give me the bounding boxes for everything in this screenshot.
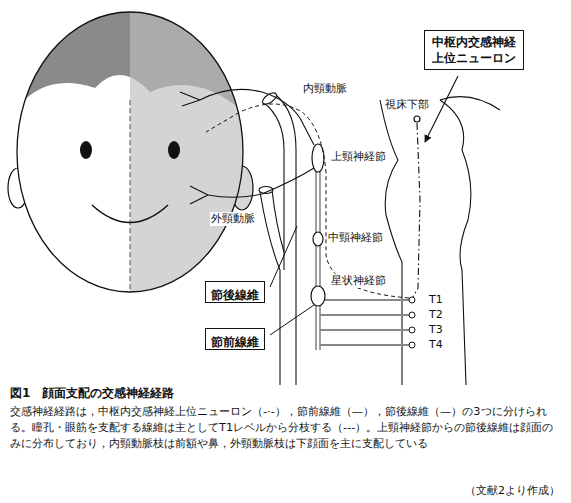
preganglionic-fibre [320, 300, 409, 345]
spinal-level [409, 327, 415, 333]
internal-carotid [263, 95, 296, 270]
spinal-cord [440, 100, 471, 385]
part-label: 内頸動脈 [302, 82, 348, 96]
sympathetic-chain [316, 150, 320, 350]
part-label: T3 [428, 323, 444, 337]
spinal-level [409, 342, 415, 348]
brain-outline [440, 97, 500, 110]
part-label: T4 [428, 338, 444, 352]
leader-line [270, 305, 314, 335]
external-carotid [260, 190, 284, 270]
fibre-branch [190, 186, 208, 204]
part-label: T2 [428, 308, 444, 322]
fibre-branch [180, 92, 200, 106]
box-text: 節前線維 [211, 334, 259, 350]
leader-line [270, 226, 297, 287]
part-label: T1 [428, 293, 444, 307]
spinal-level [409, 312, 415, 318]
eye [80, 141, 92, 159]
midline [130, 100, 131, 292]
mouth [92, 205, 168, 223]
postganglionic-fibre [200, 89, 314, 145]
eye [168, 141, 180, 159]
part-label: 外頸動脈 [210, 212, 256, 226]
box-text: 節後線維 [211, 287, 259, 303]
figure-caption: 交感神経経路は，中枢内交感神経上位ニューロン（-·-），節前線維（—），節後線維… [10, 404, 561, 452]
shaded-half [130, 0, 255, 300]
common-carotid [280, 270, 296, 385]
part-label: 中頸神経節 [327, 231, 384, 245]
callout-box: 中枢内交感神経 上位ニューロン [424, 30, 524, 70]
source-note: （文献2より作成） [464, 484, 561, 498]
callout-box: 節後線維 [205, 281, 265, 303]
box-text: 中枢内交感神経 上位ニューロン [431, 34, 516, 66]
ganglion [311, 286, 325, 306]
face-outline [17, 12, 243, 292]
hypothalamus-dot [414, 116, 420, 122]
spinal-level [409, 297, 415, 303]
hair [10, 0, 255, 300]
pupil-fibre [206, 104, 409, 298]
part-label: 星状神経節 [330, 274, 387, 288]
upper-neuron [413, 123, 420, 297]
callout-box: 節前線維 [205, 328, 265, 350]
figure-title: 図1 顔面支配の交感神経経路 [10, 385, 174, 401]
ganglion [313, 232, 323, 246]
part-label: 視床下部 [384, 98, 430, 112]
part-label: 上頸神経節 [330, 150, 387, 164]
postganglionic-fibre [208, 168, 314, 197]
